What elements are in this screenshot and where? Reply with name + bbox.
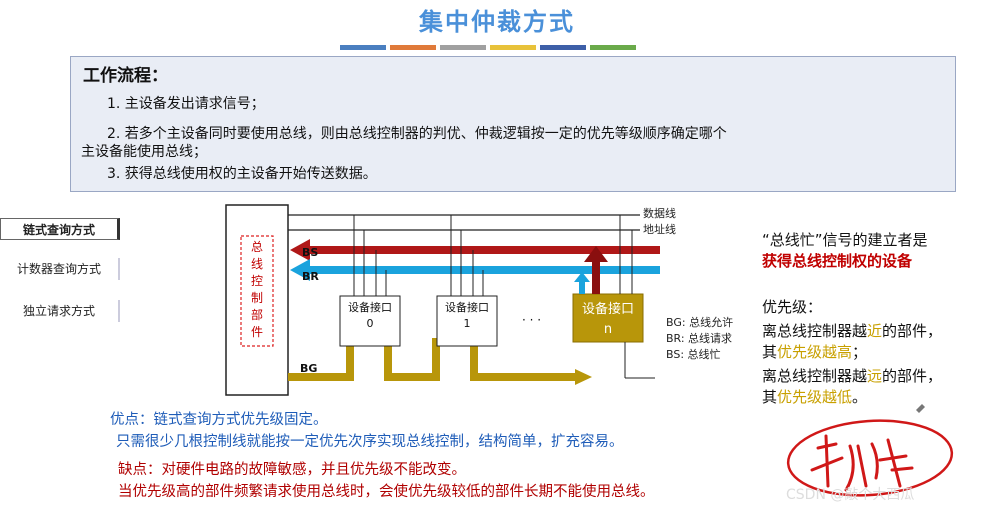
workflow-step-3: 3. 获得总线使用权的主设备开始传送数据。 — [107, 166, 377, 182]
device-n-box — [572, 293, 644, 343]
title-bar-4 — [490, 45, 536, 50]
priority-near-line: 离总线控制器越近的部件， — [762, 322, 943, 340]
data-line-label: 数据线 — [643, 206, 676, 220]
svg-text:部: 部 — [251, 307, 263, 322]
title-bar-1 — [340, 45, 386, 50]
device-n-label: 设备接口 — [582, 301, 634, 317]
disadvantage-line-2: 当优先级高的部件频繁请求使用总线时，会使优先级较低的部件长期不能使用总线。 — [118, 484, 655, 500]
priority-low-line: 其优先级越低。 — [762, 388, 868, 406]
devn-bs-stem — [592, 262, 600, 294]
device-1-index: 1 — [464, 317, 471, 330]
device-0-index: 0 — [367, 317, 374, 330]
bs-arrow — [290, 239, 660, 261]
bg-arrowhead — [575, 369, 592, 385]
priority-high-line: 其优先级越高； — [762, 343, 868, 361]
bg-chain — [288, 338, 575, 381]
page-title: 集中仲裁方式 — [419, 8, 575, 36]
devn-br-head — [574, 272, 590, 282]
svg-text:总: 总 — [251, 240, 263, 254]
pen-cursor-icon — [916, 404, 925, 413]
devn-bs-head — [584, 246, 608, 262]
title-bar-3 — [440, 45, 486, 50]
legend-bs: BS: 总线忙 — [666, 347, 721, 361]
workflow-heading: 工作流程： — [83, 66, 168, 86]
legend-br: BR: 总线请求 — [666, 331, 732, 345]
device-n-index: n — [604, 322, 612, 337]
workflow-box: 工作流程： 1. 主设备发出请求信号； 2. 若多个主设备同时要使用总线，则由总… — [70, 56, 956, 192]
workflow-step-1: 1. 主设备发出请求信号； — [107, 96, 265, 112]
ellipsis: · · · — [522, 313, 541, 327]
handwritten-scribble — [810, 434, 914, 492]
device-0-box — [339, 295, 401, 347]
title-color-bars — [340, 45, 640, 50]
nav-independent-request[interactable]: 独立请求方式 — [0, 300, 120, 322]
bg-label: BG — [300, 362, 317, 375]
br-label: BR — [302, 270, 319, 283]
busy-line-1: “总线忙”信号的建立者是 — [762, 231, 928, 249]
svg-text:件: 件 — [251, 325, 263, 339]
advantage-line-2: 只需很少几根控制线就能按一定优先次序实现总线控制，结构简单，扩充容易。 — [116, 434, 624, 450]
controller-label: 总 线 控 制 部 件 — [251, 240, 263, 339]
nav-chain-query[interactable]: 链式查询方式 — [0, 218, 120, 240]
title-bar-5 — [540, 45, 586, 50]
title-bar-6 — [590, 45, 636, 50]
nav-counter-query[interactable]: 计数器查询方式 — [0, 258, 120, 280]
advantage-line-1: 优点：链式查询方式优先级固定。 — [110, 412, 328, 428]
bs-label: BS — [302, 246, 318, 259]
addr-line-label: 地址线 — [643, 222, 676, 236]
svg-text:制: 制 — [251, 291, 263, 305]
workflow-step-2b: 主设备能使用总线； — [81, 144, 207, 160]
csdn-watermark: CSDN @敲个大西瓜 — [786, 487, 915, 503]
devn-br-stem — [579, 282, 585, 294]
priority-far-line: 离总线控制器越远的部件， — [762, 367, 943, 385]
device-1-box — [436, 295, 498, 347]
device-1-label: 设备接口 — [445, 300, 489, 314]
workflow-step-2a: 2. 若多个主设备同时要使用总线，则由总线控制器的判优、仲裁逻辑按一定的优先等级… — [107, 126, 727, 142]
busy-line-2: 获得总线控制权的设备 — [762, 252, 913, 270]
device-0-label: 设备接口 — [348, 300, 392, 314]
svg-text:控: 控 — [251, 274, 263, 288]
title-bar-2 — [390, 45, 436, 50]
svg-text:线: 线 — [251, 257, 263, 271]
handwritten-circle — [786, 419, 954, 497]
br-arrow — [290, 259, 660, 281]
bus-controller-inner — [240, 235, 274, 347]
bus-controller-box — [225, 204, 289, 396]
disadvantage-line-1: 缺点：对硬件电路的故障敏感，并且优先级不能改变。 — [118, 462, 466, 478]
legend-bg: BG: 总线允许 — [666, 315, 733, 329]
priority-heading: 优先级： — [762, 298, 823, 316]
